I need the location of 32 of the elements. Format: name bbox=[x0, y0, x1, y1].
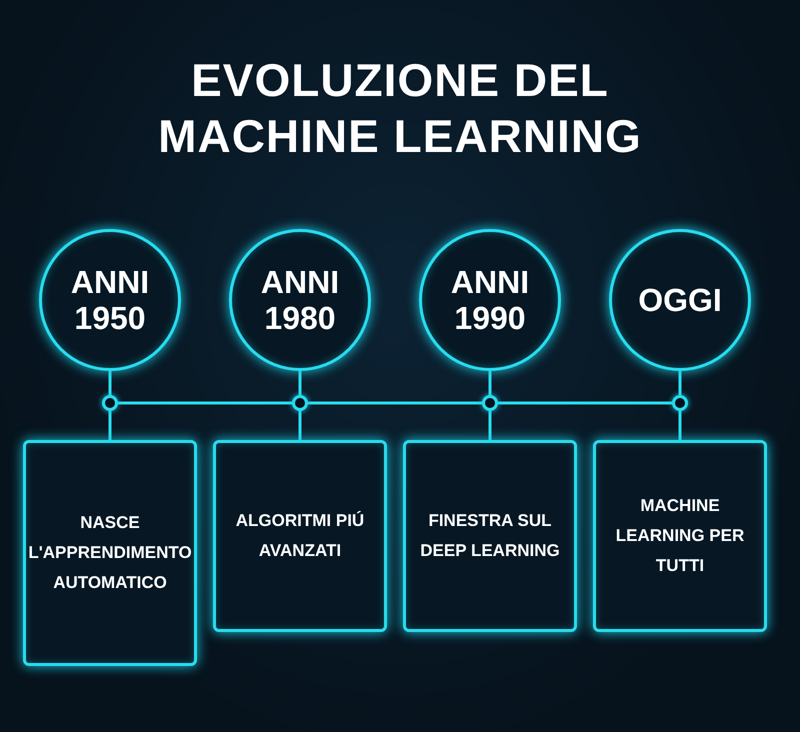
year-circle bbox=[39, 229, 181, 371]
connector-line bbox=[488, 411, 492, 440]
milestone-box bbox=[23, 440, 197, 666]
title: EVOLUZIONE DEL MACHINE LEARNING bbox=[157, 53, 643, 164]
junction-dot bbox=[102, 395, 118, 411]
year-circle bbox=[419, 229, 561, 371]
connector-line bbox=[118, 402, 292, 404]
year-label: ANNI 1950 bbox=[70, 264, 150, 336]
year-label: ANNI 1990 bbox=[450, 264, 530, 336]
milestone-text: ALGORITMI PIÚ AVANZATI bbox=[234, 510, 366, 562]
milestone-box bbox=[593, 440, 767, 632]
milestone-text: MACHINE LEARNING PER TUTTI bbox=[614, 495, 746, 577]
year-label: ANNI 1980 bbox=[260, 264, 340, 336]
connector-line bbox=[488, 371, 492, 395]
connector-line bbox=[678, 411, 682, 440]
connector-line bbox=[678, 371, 682, 395]
milestone-text: FINESTRA SUL DEEP LEARNING bbox=[419, 510, 561, 562]
connector-line bbox=[308, 402, 482, 404]
year-circle bbox=[609, 229, 751, 371]
year-label: OGGI bbox=[637, 282, 723, 318]
junction-dot bbox=[292, 395, 308, 411]
connector-line bbox=[108, 371, 112, 395]
milestone-box bbox=[403, 440, 577, 632]
connector-line bbox=[298, 371, 302, 395]
junction-dot bbox=[482, 395, 498, 411]
year-circle bbox=[229, 229, 371, 371]
connector-line bbox=[498, 402, 672, 404]
connector-line bbox=[108, 411, 112, 440]
connector-line bbox=[298, 411, 302, 440]
milestone-text: NASCE L'APPRENDIMENTO AUTOMATICO bbox=[28, 512, 192, 594]
junction-dot bbox=[672, 395, 688, 411]
milestone-box bbox=[213, 440, 387, 632]
